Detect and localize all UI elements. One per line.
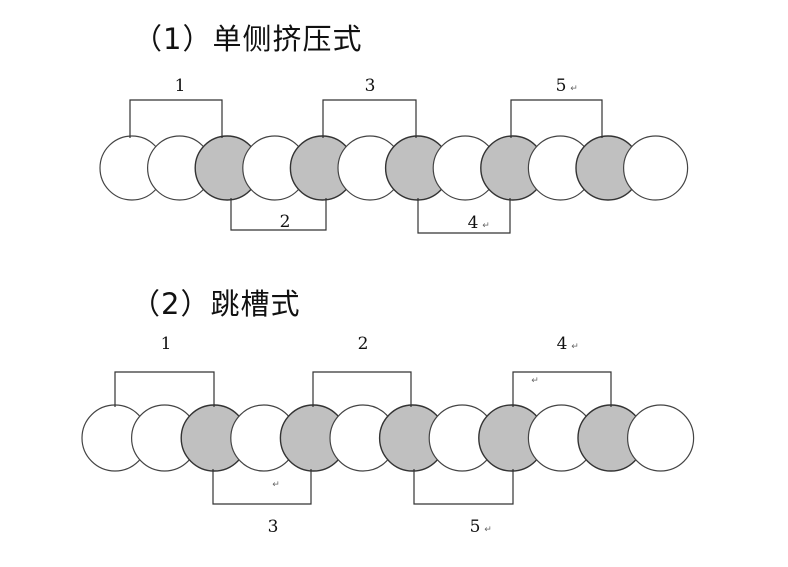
bracket-top-5	[510, 99, 603, 138]
bracket-label-4: 4	[468, 213, 479, 233]
bracket-bottom-4	[417, 198, 511, 234]
bracket-label-5: 5	[556, 76, 567, 96]
return-mark: ↵	[272, 480, 280, 490]
bracket-label-3: 3	[268, 517, 279, 537]
bracket-label-4: 4	[557, 334, 568, 354]
bracket-label-1: 1	[175, 76, 186, 96]
heading-single-side-squeeze: （1）单侧挤压式	[133, 22, 363, 56]
heading-skip-slot: （2）跳槽式	[131, 287, 301, 321]
open-conductor-2-12	[626, 404, 695, 472]
return-mark: ↵	[482, 221, 490, 231]
bracket-bottom-5	[413, 469, 514, 505]
return-mark: ↵	[571, 342, 579, 352]
bracket-bottom-3	[212, 469, 312, 505]
open-conductor-1-12	[622, 135, 689, 201]
bracket-top-4	[512, 371, 612, 407]
bracket-bottom-2	[230, 198, 327, 231]
bracket-top-3	[322, 99, 417, 138]
bracket-label-3: 3	[365, 76, 376, 96]
bracket-top-2	[312, 371, 412, 407]
return-mark: ↵	[484, 525, 492, 535]
bracket-top-1	[114, 371, 215, 407]
bracket-label-5: 5	[470, 517, 481, 537]
return-mark: ↵	[570, 84, 578, 94]
bracket-label-2: 2	[280, 212, 291, 232]
bracket-top-1	[129, 99, 223, 138]
bracket-label-2: 2	[358, 334, 369, 354]
bracket-label-1: 1	[161, 334, 172, 354]
return-mark: ↵	[531, 376, 539, 386]
